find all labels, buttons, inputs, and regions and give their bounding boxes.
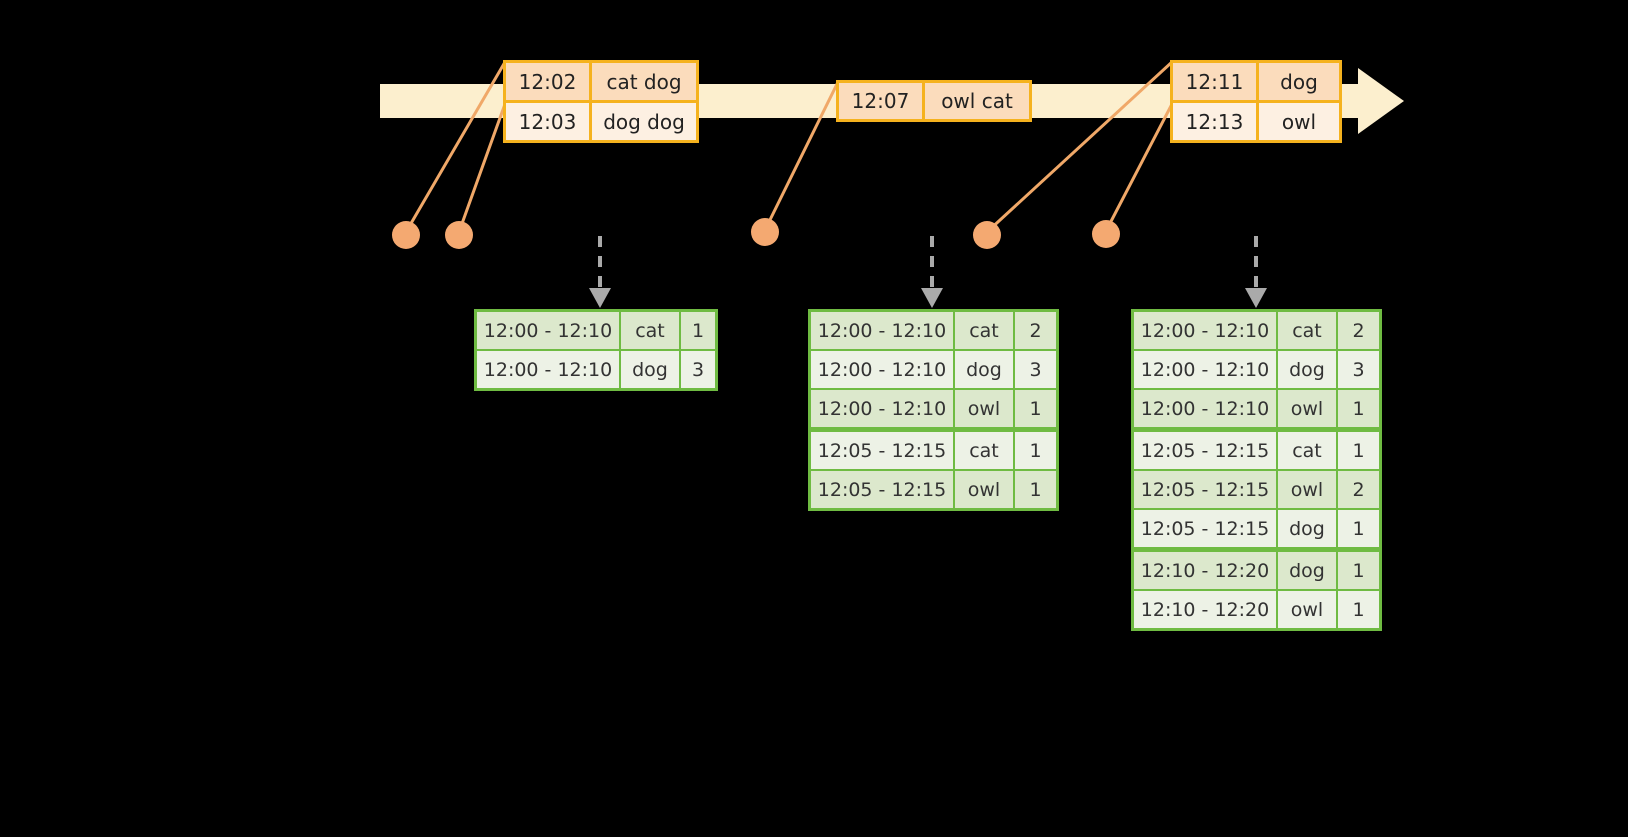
event-row[interactable]: 12:03 dog dog xyxy=(506,100,696,140)
event-text: cat dog xyxy=(606,69,682,94)
key-cell: owl xyxy=(1278,591,1336,628)
window-cell: 12:00 - 12:10 xyxy=(1134,390,1276,427)
connector-line-3 xyxy=(763,80,840,232)
event-row[interactable]: 12:13 owl xyxy=(1173,100,1339,140)
key-cell: cat xyxy=(1278,312,1336,349)
window-cell: 12:00 - 12:10 xyxy=(811,390,953,427)
event-group-1[interactable]: 12:02 cat dog 12:03 dog dog xyxy=(503,60,699,143)
window-cell: 12:05 - 12:15 xyxy=(1134,432,1276,469)
connector-line-5 xyxy=(1104,102,1174,233)
event-text: owl cat xyxy=(941,89,1013,113)
event-marker-2 xyxy=(445,221,473,249)
event-row[interactable]: 12:07 owl cat xyxy=(839,83,1029,119)
count-cell: 1 xyxy=(1338,510,1379,547)
event-marker-5 xyxy=(1092,220,1120,248)
count-cell: 1 xyxy=(1015,471,1056,508)
key-cell: dog xyxy=(1278,351,1336,388)
window-cell: 12:00 - 12:10 xyxy=(811,351,953,388)
count-cell: 2 xyxy=(1338,312,1379,349)
window-cell: 12:05 - 12:15 xyxy=(1134,471,1276,508)
event-group-3[interactable]: 12:11 dog 12:13 owl xyxy=(1170,60,1342,143)
count-cell: 1 xyxy=(1015,432,1056,469)
count-cell: 1 xyxy=(1338,591,1379,628)
connector-line-1 xyxy=(404,60,507,234)
key-cell: owl xyxy=(955,471,1013,508)
event-time: 12:13 xyxy=(1173,103,1259,140)
key-cell: dog xyxy=(1278,552,1336,589)
event-group-2[interactable]: 12:07 owl cat xyxy=(836,80,1032,122)
count-cell: 3 xyxy=(1015,351,1056,388)
key-cell: cat xyxy=(955,432,1013,469)
window-cell: 12:00 - 12:10 xyxy=(477,351,619,388)
emit-arrow-2 xyxy=(921,236,943,308)
event-text: owl xyxy=(1281,109,1317,134)
window-cell: 12:05 - 12:15 xyxy=(811,471,953,508)
window-cell: 12:00 - 12:10 xyxy=(477,312,619,349)
window-cell: 12:10 - 12:20 xyxy=(1134,552,1276,589)
window-cell: 12:05 - 12:15 xyxy=(1134,510,1276,547)
count-cell: 3 xyxy=(681,351,715,388)
key-cell: owl xyxy=(955,390,1013,427)
event-text: dog dog xyxy=(603,109,685,134)
count-cell: 1 xyxy=(681,312,715,349)
key-cell: owl xyxy=(1278,471,1336,508)
window-cell: 12:00 - 12:10 xyxy=(1134,351,1276,388)
count-cell: 1 xyxy=(1338,432,1379,469)
key-cell: cat xyxy=(955,312,1013,349)
event-row[interactable]: 12:02 cat dog xyxy=(506,63,696,100)
event-time: 12:11 xyxy=(1173,63,1259,100)
window-cell: 12:10 - 12:20 xyxy=(1134,591,1276,628)
event-dots xyxy=(392,218,1120,249)
window-cell: 12:00 - 12:10 xyxy=(1134,312,1276,349)
event-time: 12:07 xyxy=(839,83,925,119)
event-time: 12:03 xyxy=(506,103,592,140)
key-cell: dog xyxy=(621,351,679,388)
event-row[interactable]: 12:11 dog xyxy=(1173,63,1339,100)
window-cell: 12:05 - 12:15 xyxy=(811,432,953,469)
event-time: 12:02 xyxy=(506,63,592,100)
count-cell: 2 xyxy=(1338,471,1379,508)
count-cell: 1 xyxy=(1338,390,1379,427)
key-cell: dog xyxy=(955,351,1013,388)
event-marker-1 xyxy=(392,221,420,249)
emit-arrow-1 xyxy=(589,236,611,308)
key-cell: cat xyxy=(1278,432,1336,469)
event-text: dog xyxy=(1280,69,1318,94)
count-cell: 3 xyxy=(1338,351,1379,388)
event-marker-3 xyxy=(751,218,779,246)
key-cell: dog xyxy=(1278,510,1336,547)
key-cell: cat xyxy=(621,312,679,349)
key-cell: owl xyxy=(1278,390,1336,427)
emit-arrow-3 xyxy=(1245,236,1267,308)
count-cell: 2 xyxy=(1015,312,1056,349)
count-cell: 1 xyxy=(1015,390,1056,427)
count-cell: 1 xyxy=(1338,552,1379,589)
window-cell: 12:00 - 12:10 xyxy=(811,312,953,349)
event-marker-4 xyxy=(973,221,1001,249)
emit-arrows xyxy=(589,236,1267,308)
connector-line-2 xyxy=(457,102,507,234)
